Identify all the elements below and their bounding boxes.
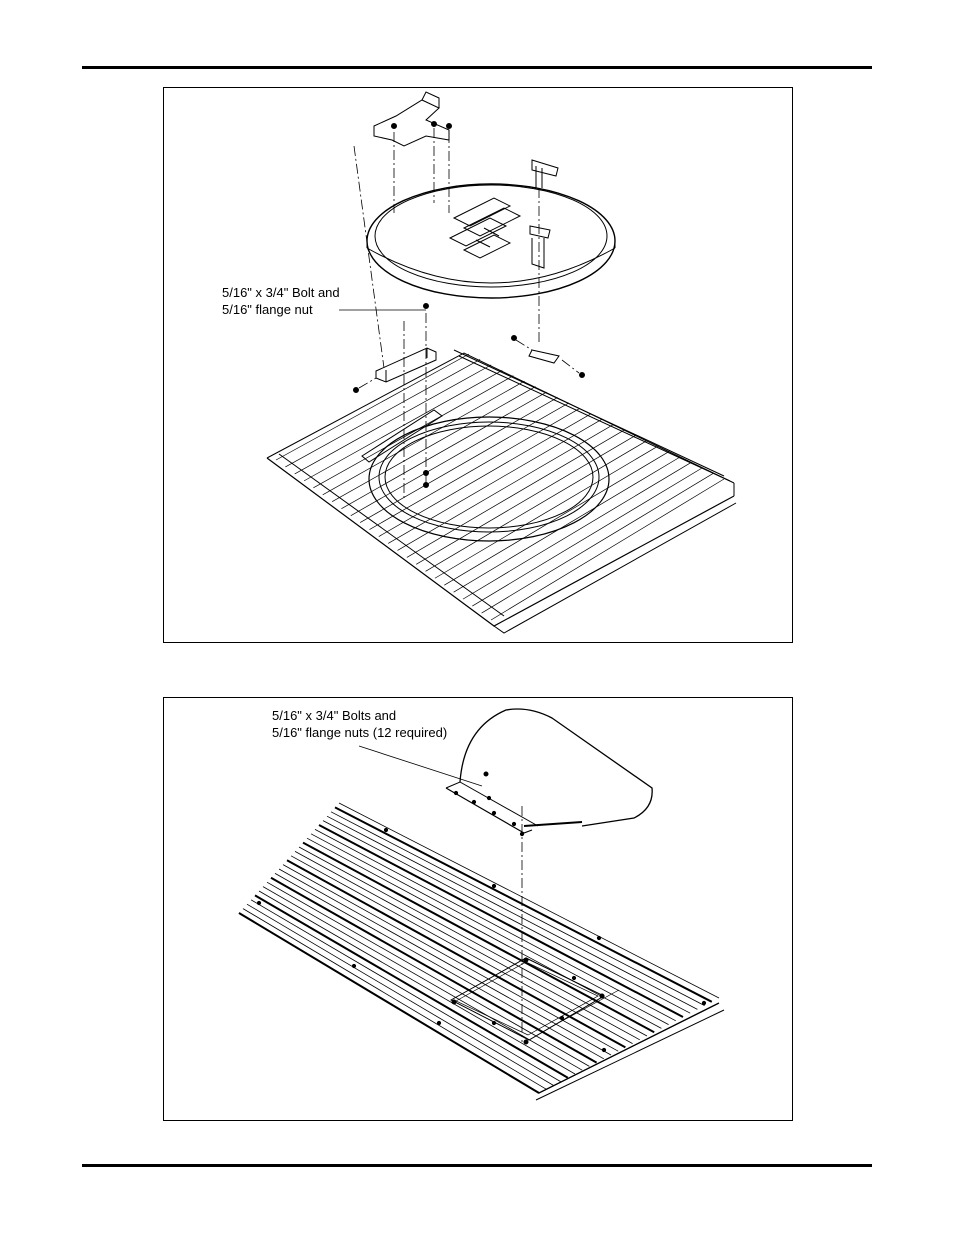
- callout-bolt-and-flange-nut: 5/16" x 3/4" Bolt and 5/16" flange nut: [222, 284, 340, 318]
- roof-rib: [350, 397, 558, 516]
- roof-rib: [338, 802, 720, 999]
- roof-rib: [282, 864, 619, 1052]
- roof-rib: [472, 467, 703, 607]
- corrugated-vent-roof-panel: [238, 802, 720, 1094]
- roof-rib: [462, 462, 691, 600]
- lid-logo-mark: [448, 197, 522, 259]
- roof-rib: [453, 456, 680, 593]
- roof-rib: [359, 402, 569, 523]
- roof-panel-lid-drawing: [266, 91, 737, 634]
- roof-rib: [425, 440, 647, 572]
- roof-rib: [258, 890, 576, 1075]
- assembly-lines: [353, 128, 580, 498]
- bolt-holes: [256, 790, 707, 1053]
- roof-rib: [275, 353, 470, 461]
- roof-rib: [318, 824, 684, 1018]
- roof-rib: [326, 815, 698, 1010]
- roof-rib: [274, 873, 604, 1060]
- roof-rib: [322, 380, 525, 496]
- roof-rib: [406, 429, 625, 558]
- roof-rib: [387, 418, 603, 544]
- roof-rib: [310, 833, 669, 1025]
- roof-rib: [434, 446, 658, 579]
- figure-roof-panel-lid-assembly: 5/16" x 3/4" Bolt and 5/16" flange nut: [163, 87, 793, 643]
- callout-line: 5/16" flange nuts (12 required): [272, 725, 448, 740]
- callout-bolts-and-flange-nuts: 5/16" x 3/4" Bolts and 5/16" flange nuts…: [272, 707, 447, 741]
- roof-rib: [285, 359, 481, 468]
- roof-rib: [278, 868, 612, 1056]
- roof-rib: [270, 876, 598, 1064]
- roof-rib: [246, 903, 554, 1086]
- callout-line: 5/16" x 3/4" Bolts and: [272, 708, 397, 723]
- top-bracket: [373, 91, 450, 147]
- roof-rib: [303, 369, 503, 482]
- roof-rib: [369, 408, 581, 530]
- roof-rib: [444, 451, 669, 586]
- roof-rib: [490, 478, 725, 621]
- lid-handle: [529, 159, 559, 269]
- roof-rib: [330, 811, 705, 1006]
- lid: [366, 183, 616, 299]
- roof-rib: [416, 435, 636, 565]
- roof-rib: [286, 859, 626, 1049]
- roof-rib: [314, 829, 676, 1022]
- ring-support-angle: [361, 409, 443, 463]
- roof-rib: [341, 391, 547, 509]
- latch-plate: [528, 349, 560, 364]
- callout-leader: [358, 745, 483, 787]
- vent-hood: [445, 708, 653, 834]
- roof-rib: [481, 473, 714, 614]
- bolts-and-nuts: [353, 121, 585, 488]
- roof-rib: [322, 820, 691, 1014]
- roof-rib: [254, 894, 569, 1079]
- roof-rib: [250, 899, 561, 1082]
- callout-line: 5/16" x 3/4" Bolt and: [222, 285, 340, 300]
- roof-ring-opening: [368, 416, 610, 542]
- roof-panel-vent-drawing: [238, 708, 725, 1101]
- roof-rib: [331, 386, 536, 503]
- roof-ribs: [275, 353, 725, 621]
- roof-rib: [313, 375, 514, 489]
- roof-rib: [334, 806, 713, 1003]
- roof-rib: [397, 424, 614, 551]
- callout-line: 5/16" flange nut: [222, 302, 313, 317]
- roof-rib: [294, 364, 492, 475]
- figure-roof-panel-vent-assembly: 5/16" x 3/4" Bolts and 5/16" flange nuts…: [163, 697, 793, 1121]
- footer-rule: [82, 1164, 872, 1167]
- roof-rib: [378, 413, 592, 537]
- roof-rib: [242, 908, 547, 1090]
- header-rule: [82, 66, 872, 69]
- corrugated-roof-panel: [266, 349, 737, 634]
